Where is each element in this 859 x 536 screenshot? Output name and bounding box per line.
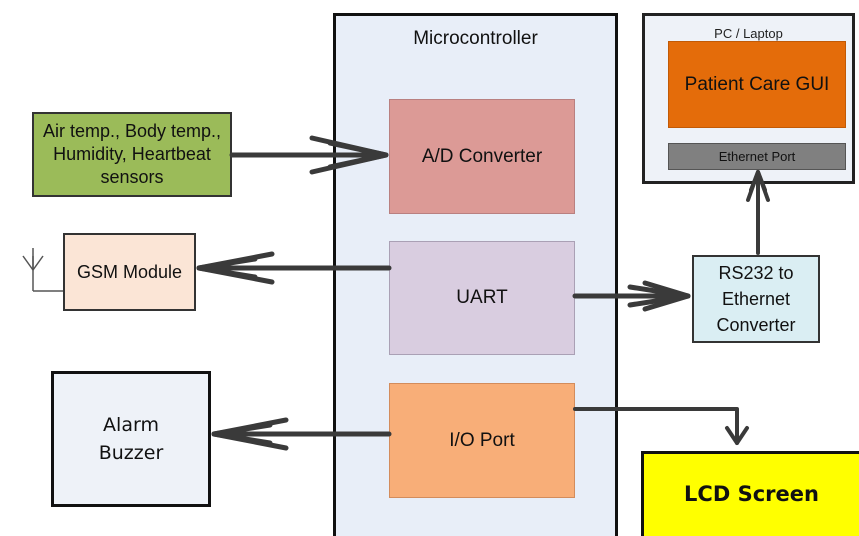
alarm-buzzer-block: Alarm Buzzer — [51, 371, 211, 507]
gsm-module-block: GSM Module — [63, 233, 196, 311]
sensors-block: Air temp., Body temp., Humidity, Heartbe… — [32, 112, 232, 197]
uart-to-gsm-arrow — [196, 251, 392, 285]
rs232-converter-block: RS232 to Ethernet Converter — [692, 255, 820, 343]
alarm-line-1: Alarm — [103, 414, 159, 436]
rs232-line-2: Ethernet — [721, 289, 791, 309]
io-to-lcd-arrow — [573, 407, 749, 445]
ethernet-port-block: Ethernet Port — [668, 143, 846, 170]
adc-block: A/D Converter — [389, 99, 575, 214]
io-port-block: I/O Port — [389, 383, 575, 498]
pc-laptop-title: PC / Laptop — [714, 26, 783, 41]
rs232-line-3: Converter — [716, 315, 796, 335]
uart-block: UART — [389, 241, 575, 355]
sensors-line-1: Air temp., Body temp., — [42, 121, 222, 141]
antenna-icon — [22, 248, 63, 292]
io-to-alarm-arrow — [211, 417, 392, 451]
rs232-line-1: RS232 to — [718, 263, 794, 283]
patient-care-gui-block: Patient Care GUI — [668, 41, 846, 128]
sensors-line-3: sensors — [100, 167, 164, 187]
sensors-line-2: Humidity, Heartbeat — [53, 144, 211, 164]
uart-to-rs232-arrow — [572, 280, 691, 312]
alarm-line-2: Buzzer — [98, 442, 164, 464]
sensors-to-adc-arrow — [229, 135, 389, 175]
lcd-screen-block: LCD Screen — [641, 451, 859, 536]
microcontroller-title: Microcontroller — [413, 28, 538, 49]
rs232-to-ethernet-arrow — [746, 170, 770, 255]
